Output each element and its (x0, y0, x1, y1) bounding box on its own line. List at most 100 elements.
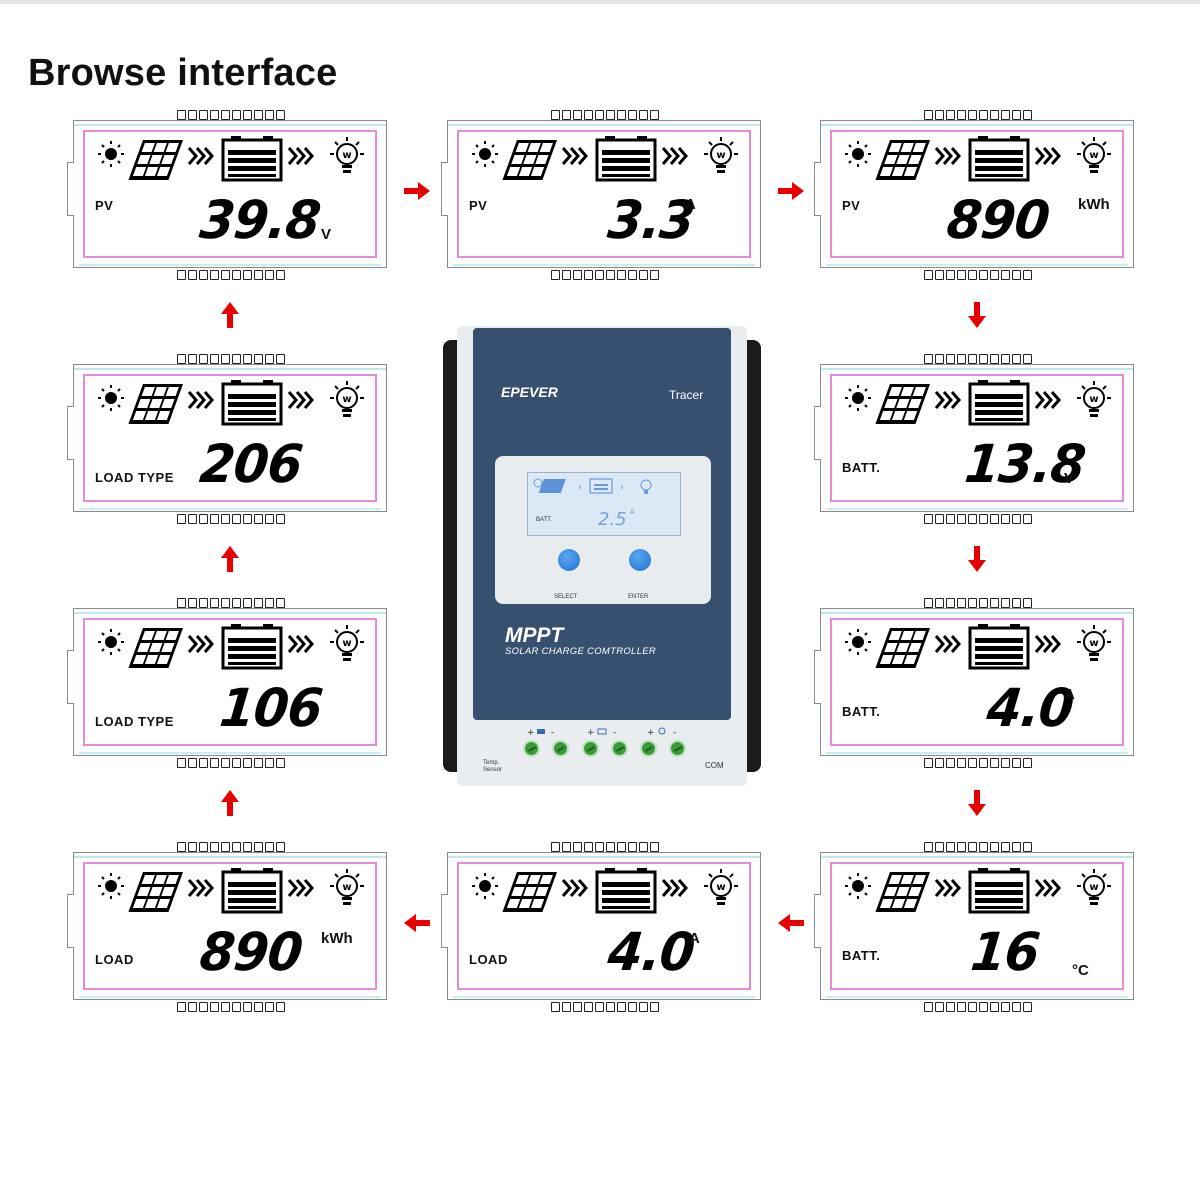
screen-unit: A (689, 930, 700, 947)
pin-row-icon (177, 110, 285, 120)
solar-panel-icon (875, 140, 930, 180)
screen-label: PV (95, 198, 114, 213)
lcd-display: w LOAD TYPE 206 (79, 374, 381, 510)
flow-arrows-icon (934, 635, 961, 653)
brand-logo: EPEVER (501, 384, 558, 400)
status-icons: w (85, 864, 379, 924)
temp-sensor-label: Temp.Sensor (483, 760, 503, 773)
sun-icon (845, 141, 871, 167)
lcd-screen-pv-current: w PV 3.3 A (441, 110, 763, 280)
lcd-display: w LOAD 4.0 A (453, 862, 755, 998)
sun-icon (845, 873, 871, 899)
terminal (669, 740, 686, 757)
flow-arrows-icon (287, 391, 314, 409)
lcd-display: w BATT. 13.8 V (826, 374, 1128, 510)
battery-icon (221, 868, 283, 914)
svg-text:-: - (673, 728, 676, 738)
solar-panel-icon (128, 384, 183, 424)
screen-label: PV (842, 198, 861, 213)
svg-text:-: - (551, 728, 554, 738)
select-button[interactable] (558, 549, 580, 571)
svg-text:+: + (527, 728, 535, 738)
pin-row-icon (924, 1002, 1032, 1012)
lcd-display: w PV 39.8 V (79, 130, 381, 266)
lcd-screen-pv-voltage: w PV 39.8 V (67, 110, 389, 280)
arrow-icon (404, 914, 430, 932)
screen-value: 4.0 (605, 921, 698, 983)
flow-arrows-icon (287, 147, 314, 165)
pin-row-icon (924, 842, 1032, 852)
screen-label: LOAD TYPE (95, 714, 174, 729)
lcd-display: w PV 890 kWh (826, 130, 1128, 266)
sun-icon (98, 629, 124, 655)
screen-unit: °C (1072, 962, 1089, 979)
svg-text:+: + (587, 728, 595, 738)
page-title: Browse interface (28, 52, 338, 94)
arrow-icon (778, 914, 804, 932)
pin-row-icon (551, 270, 659, 280)
screen-unit: V (1064, 470, 1075, 487)
bulb-icon: w (704, 869, 738, 905)
screen-unit: kWh (321, 930, 353, 947)
sun-icon (98, 141, 124, 167)
arrow-icon (778, 182, 804, 200)
screen-unit: A (685, 196, 696, 213)
flow-arrows-icon (1034, 879, 1061, 897)
sun-icon (472, 873, 498, 899)
terminal (523, 740, 540, 757)
arrow-icon (221, 546, 239, 572)
lcd-screen-pv-energy: w PV 890 kWh (814, 110, 1136, 280)
device-screen-icons: › › (533, 478, 652, 494)
terminal (552, 740, 569, 757)
lcd-display: w PV 3.3 A (453, 130, 755, 266)
status-icons: w (85, 132, 379, 192)
battery-icon (595, 868, 657, 914)
flow-arrows-icon (187, 147, 214, 165)
terminal-polarity-icons: + - + - + - (527, 727, 676, 738)
svg-text:w: w (342, 394, 351, 405)
device-screen-unit: A (630, 509, 635, 516)
bulb-icon: w (330, 869, 364, 905)
screen-value: 4.0 (984, 677, 1077, 739)
flow-arrows-icon (661, 147, 688, 165)
screen-value: 206 (197, 433, 305, 495)
battery-icon (595, 136, 657, 182)
pin-row-icon (924, 514, 1032, 524)
lcd-screen-batt-current: w BATT. 4.0 A (814, 598, 1136, 768)
pin-row-icon (177, 842, 285, 852)
screen-value: 39.8 (197, 189, 323, 251)
pin-row-icon (924, 110, 1032, 120)
bulb-icon: w (704, 137, 738, 173)
screen-value: 16 (968, 921, 1043, 983)
com-port-label: COM (705, 761, 724, 770)
screen-label: BATT. (842, 948, 881, 963)
svg-text:›: › (620, 482, 624, 493)
device-screen: › › BATT. 2.5 A (527, 472, 681, 536)
flow-arrows-icon (934, 147, 961, 165)
svg-text:w: w (1089, 394, 1098, 405)
status-icons: w (85, 376, 379, 436)
enter-label: ENTER (628, 594, 649, 600)
bulb-icon: w (330, 137, 364, 173)
arrow-icon (968, 790, 986, 816)
pin-row-icon (177, 514, 285, 524)
sun-icon (98, 873, 124, 899)
solar-panel-icon (502, 872, 557, 912)
screen-unit: V (321, 226, 332, 243)
battery-icon (968, 868, 1030, 914)
svg-text:+: + (647, 728, 655, 738)
pin-row-icon (924, 758, 1032, 768)
svg-text:w: w (342, 150, 351, 161)
svg-text:w: w (1089, 882, 1098, 893)
sun-icon (98, 385, 124, 411)
svg-text:w: w (716, 882, 725, 893)
solar-panel-icon (128, 872, 183, 912)
flow-arrows-icon (561, 879, 588, 897)
flow-arrows-icon (1034, 391, 1061, 409)
bulb-icon: w (330, 381, 364, 417)
bulb-icon: w (1077, 625, 1111, 661)
lcd-screen-load-energy: w LOAD 890 kWh (67, 842, 389, 1012)
enter-button[interactable] (629, 549, 651, 571)
bulb-icon: w (1077, 137, 1111, 173)
screen-value: 3.3 (605, 189, 698, 251)
